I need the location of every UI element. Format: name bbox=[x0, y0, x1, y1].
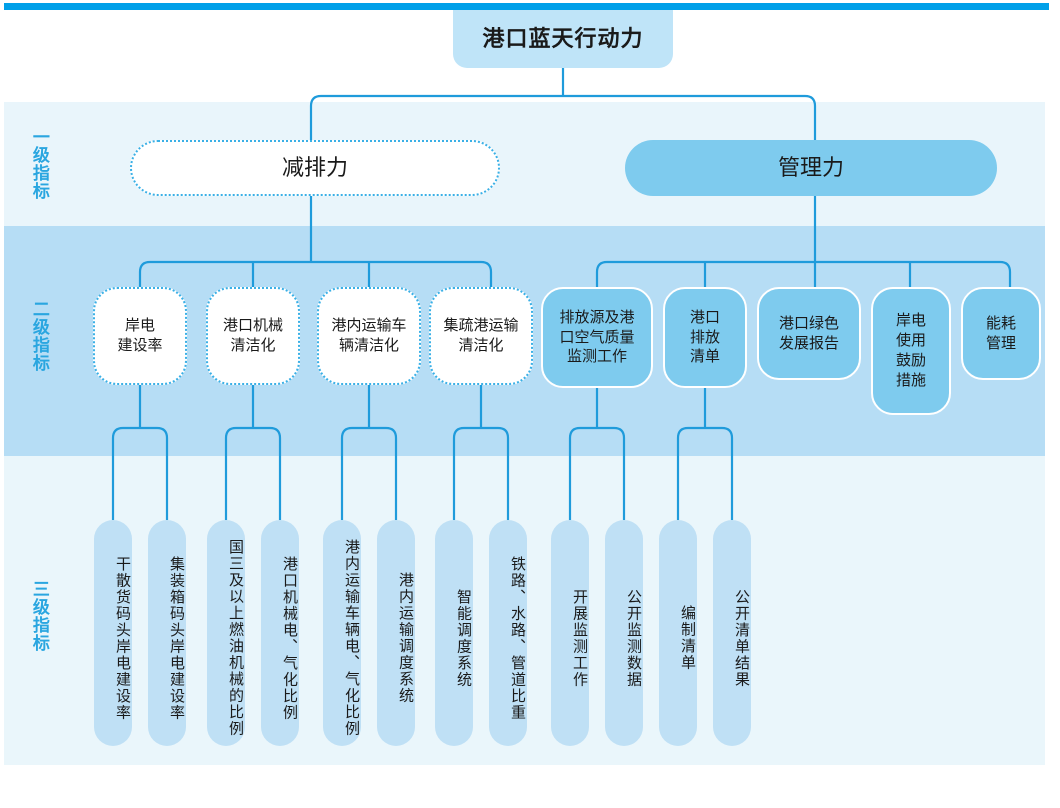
level1-node-jianpaili[interactable]: 减排力 bbox=[130, 140, 500, 196]
level3-node-container-shore-power[interactable]: 集装箱码头岸电建设率 bbox=[148, 520, 186, 746]
level3-node-label: 公开清单结果 bbox=[733, 588, 750, 688]
level2-node-shore-power-rate[interactable]: 岸电建设率 bbox=[93, 287, 187, 385]
level3-node-label: 编制清单 bbox=[679, 605, 696, 671]
level3-node-in-port-vehicle-electrification[interactable]: 港内运输车辆电、气化比例 bbox=[323, 520, 361, 746]
level2-node-collection-transport-clean[interactable]: 集疏港运输清洁化 bbox=[429, 287, 533, 385]
level2-node-label: 港口绿色发展报告 bbox=[778, 314, 839, 352]
level3-node-label: 铁路、水路、管道比重 bbox=[509, 555, 526, 721]
level3-node-rail-water-pipeline-share[interactable]: 铁路、水路、管道比重 bbox=[489, 520, 527, 746]
level3-node-label: 港口机械电、气化比例 bbox=[281, 555, 298, 721]
level2-node-shore-power-incentive[interactable]: 岸电使用鼓励措施 bbox=[871, 287, 951, 415]
level2-node-label: 集疏港运输清洁化 bbox=[443, 317, 519, 354]
tier-label-level3: 三级指标 bbox=[29, 580, 49, 652]
level3-node-label: 干散货码头岸电建设率 bbox=[114, 555, 131, 721]
top-accent-bar bbox=[4, 3, 1049, 10]
root-node-label: 港口蓝天行动力 bbox=[482, 26, 644, 52]
level2-node-label: 岸电建设率 bbox=[117, 317, 163, 354]
level2-node-green-development-report[interactable]: 港口绿色发展报告 bbox=[757, 287, 861, 380]
level2-node-label: 港内运输车辆清洁化 bbox=[331, 317, 407, 354]
level3-node-in-port-dispatch-system[interactable]: 港内运输调度系统 bbox=[377, 520, 415, 746]
root-node[interactable]: 港口蓝天行动力 bbox=[453, 10, 673, 68]
level3-node-label: 集装箱码头岸电建设率 bbox=[168, 555, 185, 721]
level3-node-port-machinery-electrification[interactable]: 港口机械电、气化比例 bbox=[261, 520, 299, 746]
level3-node-label: 国三及以上燃油机械的比例 bbox=[227, 539, 244, 737]
level2-node-label: 岸电使用鼓励措施 bbox=[895, 312, 926, 389]
level3-node-label: 智能调度系统 bbox=[455, 588, 472, 688]
level3-node-label: 港内运输车辆电、气化比例 bbox=[343, 539, 360, 737]
level3-node-guosan-fuel-machinery-ratio[interactable]: 国三及以上燃油机械的比例 bbox=[207, 520, 245, 746]
level3-node-label: 开展监测工作 bbox=[571, 588, 588, 688]
tier-label-level1: 一级指标 bbox=[29, 128, 49, 200]
level3-node-label: 港内运输调度系统 bbox=[397, 572, 414, 704]
level2-node-label: 排放源及港口空气质量监测工作 bbox=[559, 308, 635, 366]
level2-node-port-emission-inventory[interactable]: 港口排放清单 bbox=[663, 287, 747, 388]
level2-node-label: 能耗管理 bbox=[985, 314, 1016, 352]
level2-node-port-machinery-clean[interactable]: 港口机械清洁化 bbox=[206, 287, 300, 385]
level2-node-energy-consumption-mgmt[interactable]: 能耗管理 bbox=[961, 287, 1041, 380]
level2-node-label: 港口排放清单 bbox=[689, 308, 720, 366]
level3-node-publish-inventory-results[interactable]: 公开清单结果 bbox=[713, 520, 751, 746]
level1-node-label: 减排力 bbox=[281, 155, 348, 181]
level2-node-in-port-vehicle-clean[interactable]: 港内运输车辆清洁化 bbox=[317, 287, 421, 385]
level1-node-guanlili[interactable]: 管理力 bbox=[625, 140, 997, 196]
level3-node-dry-bulk-shore-power[interactable]: 干散货码头岸电建设率 bbox=[94, 520, 132, 746]
level3-node-publish-monitoring-data[interactable]: 公开监测数据 bbox=[605, 520, 643, 746]
level3-node-label: 公开监测数据 bbox=[625, 588, 642, 688]
level3-node-carry-out-monitoring[interactable]: 开展监测工作 bbox=[551, 520, 589, 746]
level3-node-compile-inventory[interactable]: 编制清单 bbox=[659, 520, 697, 746]
level2-node-label: 港口机械清洁化 bbox=[222, 317, 283, 354]
tier-label-level2: 二级指标 bbox=[29, 300, 49, 372]
level2-node-emission-source-monitoring[interactable]: 排放源及港口空气质量监测工作 bbox=[541, 287, 653, 388]
level3-node-smart-dispatch-system[interactable]: 智能调度系统 bbox=[435, 520, 473, 746]
level1-node-label: 管理力 bbox=[777, 155, 844, 181]
